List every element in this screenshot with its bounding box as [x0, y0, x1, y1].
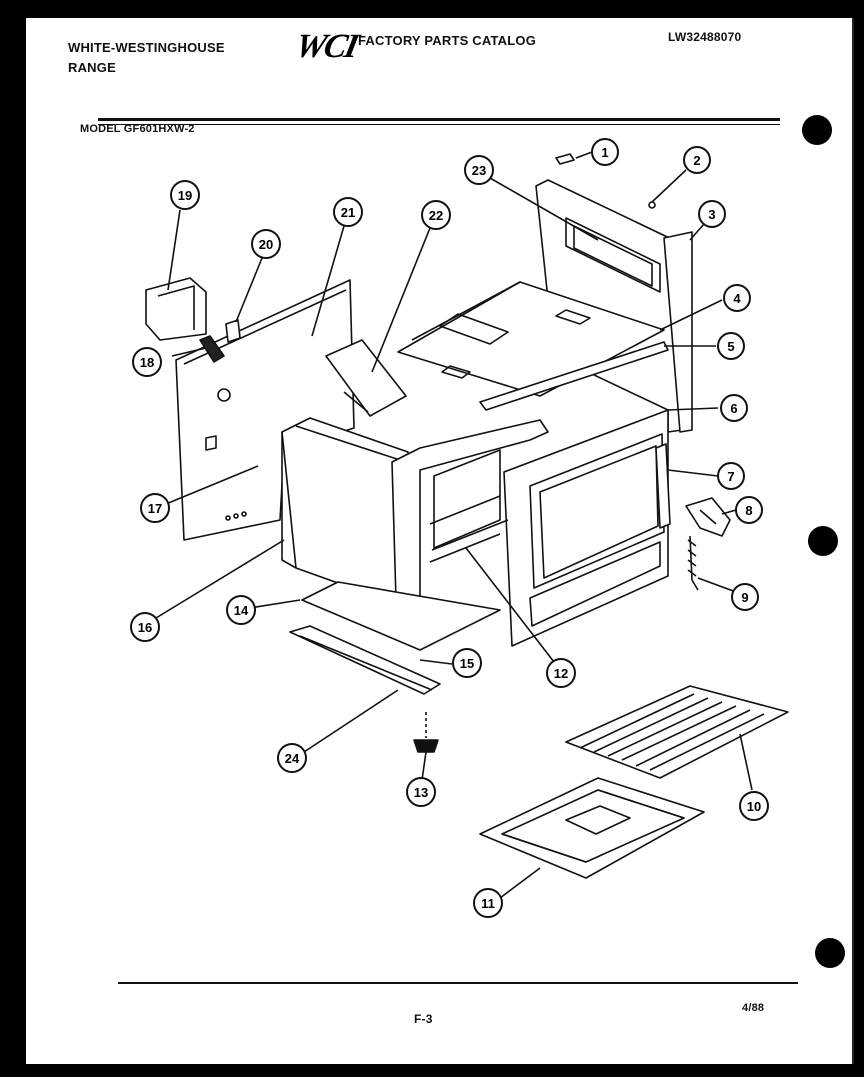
callout-24: 24 — [277, 743, 307, 773]
callout-5: 5 — [717, 332, 745, 360]
revision-date: 4/88 — [742, 1002, 765, 1014]
callout-11: 11 — [473, 888, 503, 918]
header-rule — [98, 118, 780, 121]
svg-text:22: 22 — [429, 208, 443, 223]
callout-20: 20 — [251, 229, 281, 259]
svg-text:20: 20 — [259, 237, 273, 252]
callout-12: 12 — [546, 658, 576, 688]
callout-7: 7 — [717, 462, 745, 490]
binder-hole-bottom — [815, 938, 845, 968]
svg-text:1: 1 — [601, 145, 608, 160]
product-type: RANGE — [68, 60, 116, 75]
svg-text:9: 9 — [741, 590, 748, 605]
svg-text:7: 7 — [727, 469, 734, 484]
catalog-sheet — [26, 18, 854, 1064]
callout-6: 6 — [720, 394, 748, 422]
svg-text:8: 8 — [745, 503, 752, 518]
footer-rule — [118, 982, 798, 984]
page-number: F-3 — [414, 1012, 433, 1026]
svg-text:10: 10 — [747, 799, 761, 814]
svg-text:2: 2 — [693, 153, 700, 168]
callout-13: 13 — [406, 777, 436, 807]
svg-text:16: 16 — [138, 620, 152, 635]
svg-text:18: 18 — [140, 355, 154, 370]
svg-text:11: 11 — [481, 896, 495, 911]
callout-18: 18 — [132, 347, 162, 377]
callout-4: 4 — [723, 284, 751, 312]
callout-1: 1 — [591, 138, 619, 166]
svg-text:21: 21 — [341, 205, 355, 220]
binder-hole-top — [802, 115, 832, 145]
callout-labels: 1 2 3 4 5 6 7 8 9 10 11 12 13 14 15 16 1… — [130, 138, 769, 918]
callout-19: 19 — [170, 180, 200, 210]
callout-22: 22 — [421, 200, 451, 230]
svg-text:17: 17 — [148, 501, 162, 516]
svg-text:3: 3 — [708, 207, 715, 222]
svg-text:4: 4 — [733, 291, 741, 306]
callout-9: 9 — [731, 583, 759, 611]
svg-text:15: 15 — [460, 656, 474, 671]
header-rule-thin — [98, 124, 780, 125]
svg-text:6: 6 — [730, 401, 737, 416]
svg-text:14: 14 — [234, 603, 249, 618]
brand-name: WHITE-WESTINGHOUSE — [68, 40, 225, 55]
catalog-number: LW32488070 — [668, 30, 742, 44]
svg-text:12: 12 — [554, 666, 568, 681]
callout-2: 2 — [683, 146, 711, 174]
callout-10: 10 — [739, 791, 769, 821]
callout-23: 23 — [464, 155, 494, 185]
model-number: MODEL GF601HXW-2 — [80, 123, 195, 135]
svg-text:19: 19 — [178, 188, 192, 203]
binder-hole-middle — [808, 526, 838, 556]
svg-text:5: 5 — [727, 339, 734, 354]
svg-text:24: 24 — [285, 751, 300, 766]
callout-8: 8 — [735, 496, 763, 524]
callout-21: 21 — [333, 197, 363, 227]
callout-3: 3 — [698, 200, 726, 228]
callout-15: 15 — [452, 648, 482, 678]
catalog-title: FACTORY PARTS CATALOG — [358, 33, 537, 48]
callout-16: 16 — [130, 612, 160, 642]
callout-14: 14 — [226, 595, 256, 625]
callout-17: 17 — [140, 493, 170, 523]
svg-text:13: 13 — [414, 785, 428, 800]
svg-text:23: 23 — [472, 163, 486, 178]
